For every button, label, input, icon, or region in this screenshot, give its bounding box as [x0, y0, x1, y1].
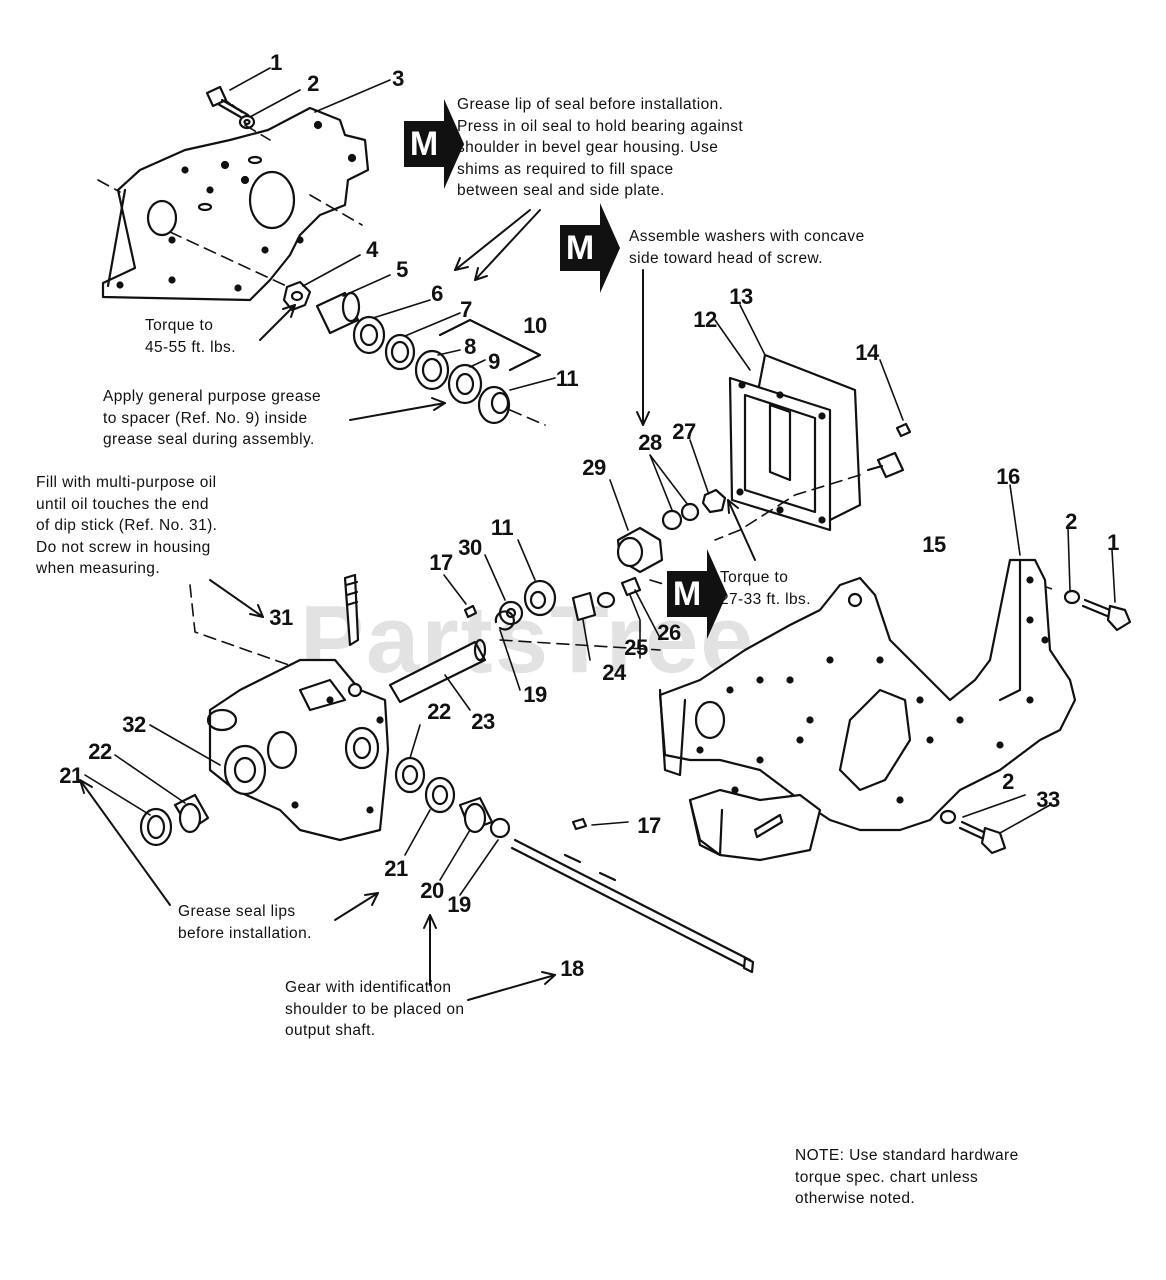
- callout-19: 19: [523, 682, 547, 707]
- gasket-and-cover: [728, 353, 862, 532]
- middle-shaft-parts: [388, 488, 727, 704]
- callout-17: 17: [429, 550, 453, 575]
- left-seals: [139, 793, 210, 847]
- callout-27: 27: [672, 419, 696, 444]
- right-side-plate: [658, 558, 1077, 862]
- callout-2-right: 2: [1065, 509, 1077, 534]
- output-shaft-parts: [394, 756, 755, 974]
- callout-14: 14: [855, 340, 879, 365]
- callout-2-lower: 2: [1002, 769, 1014, 794]
- callout-10: 10: [523, 313, 547, 338]
- callout-17-lower: 17: [637, 813, 661, 838]
- callout-4: 4: [366, 237, 378, 262]
- m-badge-torque: M: [667, 549, 727, 639]
- note-washers: Assemble washers with concave side towar…: [629, 228, 865, 267]
- note-torque-27: Torque to 27-33 ft. lbs.: [720, 569, 811, 608]
- callout-22: 22: [427, 699, 451, 724]
- callout-2: 2: [307, 71, 319, 96]
- callout-29: 29: [582, 455, 606, 480]
- callout-31: 31: [269, 605, 293, 630]
- note-seal-lips: Grease seal lips before installation.: [178, 903, 312, 942]
- callout-6: 6: [431, 281, 443, 306]
- cover-screws: [866, 422, 912, 479]
- dip-stick: [343, 573, 360, 647]
- callout-12: 12: [693, 307, 717, 332]
- callout-23: 23: [471, 709, 495, 734]
- callout-18: 18: [560, 956, 584, 981]
- note-gear-ident: Gear with identification shoulder to be …: [285, 979, 465, 1039]
- callout-21-left: 21: [59, 763, 83, 788]
- callout-15: 15: [922, 532, 946, 557]
- callout-1-right: 1: [1107, 530, 1119, 555]
- note-seal-install: Grease lip of seal before installation. …: [457, 96, 744, 199]
- left-side-plate: [101, 106, 370, 302]
- callout-24: 24: [602, 660, 626, 685]
- callout-11: 11: [555, 366, 579, 391]
- callout-30: 30: [458, 535, 482, 560]
- m-badge-washers: M: [560, 203, 620, 293]
- callout-5: 5: [396, 257, 408, 282]
- callout-19-lower: 19: [447, 892, 471, 917]
- callout-28: 28: [638, 430, 662, 455]
- callout-33: 33: [1036, 787, 1060, 812]
- callout-3: 3: [392, 66, 404, 91]
- note-fill-oil: Fill with multi-purpose oil until oil to…: [36, 474, 218, 577]
- callout-21: 21: [384, 856, 408, 881]
- note-hardware: NOTE: Use standard hardware torque spec.…: [795, 1147, 1019, 1207]
- m-badge-seal: M: [404, 99, 464, 189]
- callout-26: 26: [657, 620, 681, 645]
- dash-lines-upper: [97, 124, 546, 684]
- callout-16: 16: [996, 464, 1020, 489]
- upper-shaft-parts: [282, 280, 542, 425]
- callout-25: 25: [624, 635, 648, 660]
- callout-8: 8: [464, 334, 476, 359]
- callout-22-left: 22: [88, 739, 112, 764]
- callout-9: 9: [488, 349, 500, 374]
- bolt-top-left: [205, 85, 256, 130]
- callout-11-middle: 11: [490, 515, 514, 540]
- callout-7: 7: [460, 297, 472, 322]
- note-spacer-grease: Apply general purpose grease to spacer (…: [103, 388, 322, 448]
- callout-1: 1: [270, 50, 282, 75]
- note-arrows: [79, 209, 756, 1001]
- note-torque-45: Torque to 45-55 ft. lbs.: [145, 317, 236, 356]
- callout-13: 13: [729, 284, 753, 309]
- leader-lines: [84, 67, 1116, 896]
- callout-32: 32: [122, 712, 146, 737]
- bevel-gear-housing: [206, 658, 390, 842]
- callout-20: 20: [420, 878, 444, 903]
- right-plate-fasteners: [939, 589, 1132, 855]
